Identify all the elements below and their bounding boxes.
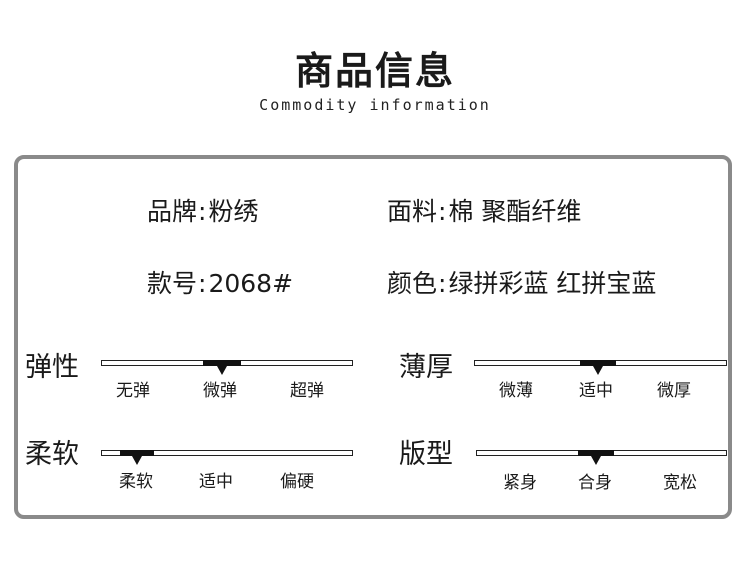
fabric-value: 棉 聚酯纤维	[448, 197, 582, 226]
softness-option-1: 柔软	[119, 472, 153, 492]
style-no-info: 款号:2068#	[147, 268, 293, 300]
softness-label: 柔软	[25, 439, 79, 470]
color-label: 颜色	[387, 269, 438, 298]
brand-separator: :	[198, 197, 207, 226]
fit-label: 版型	[399, 439, 453, 470]
softness-arrow-icon	[132, 456, 142, 465]
thickness-marker	[580, 359, 616, 366]
color-separator: :	[438, 269, 447, 298]
style-no-value: 2068#	[208, 269, 294, 298]
elasticity-option-2: 微弹	[203, 381, 237, 401]
color-value: 绿拼彩蓝 红拼宝蓝	[448, 269, 657, 298]
elasticity-marker	[203, 359, 241, 366]
info-card	[14, 155, 732, 519]
elasticity-bar	[101, 359, 353, 375]
fit-option-3: 宽松	[663, 473, 697, 493]
fit-option-2: 合身	[578, 473, 612, 493]
elasticity-option-3: 超弹	[290, 381, 324, 401]
elasticity-label: 弹性	[25, 352, 79, 383]
fit-arrow-icon	[591, 456, 601, 465]
elasticity-arrow-icon	[217, 366, 227, 375]
softness-marker	[120, 449, 154, 456]
softness-option-3: 偏硬	[280, 472, 314, 492]
page-title: 商品信息	[294, 49, 455, 93]
thickness-bar	[474, 359, 727, 375]
color-info: 颜色:绿拼彩蓝 红拼宝蓝	[387, 268, 656, 300]
brand-info: 品牌:粉绣	[147, 196, 258, 228]
thickness-arrow-icon	[593, 366, 603, 375]
brand-label: 品牌	[147, 197, 198, 226]
brand-value: 粉绣	[208, 197, 259, 226]
fit-option-1: 紧身	[503, 473, 537, 493]
fabric-label: 面料	[387, 197, 438, 226]
fabric-separator: :	[438, 197, 447, 226]
thickness-option-2: 适中	[579, 381, 613, 401]
thickness-option-1: 微薄	[499, 381, 533, 401]
style-no-label: 款号	[147, 269, 198, 298]
thickness-option-3: 微厚	[657, 381, 691, 401]
fit-bar	[476, 449, 727, 465]
thickness-label: 薄厚	[399, 352, 453, 383]
elasticity-option-1: 无弹	[116, 381, 150, 401]
softness-option-2: 适中	[199, 472, 233, 492]
softness-bar	[101, 449, 353, 465]
page-subtitle: Commodity information	[259, 96, 491, 114]
fit-marker	[578, 449, 614, 456]
fabric-info: 面料:棉 聚酯纤维	[387, 196, 581, 228]
style-no-separator: :	[198, 269, 207, 298]
